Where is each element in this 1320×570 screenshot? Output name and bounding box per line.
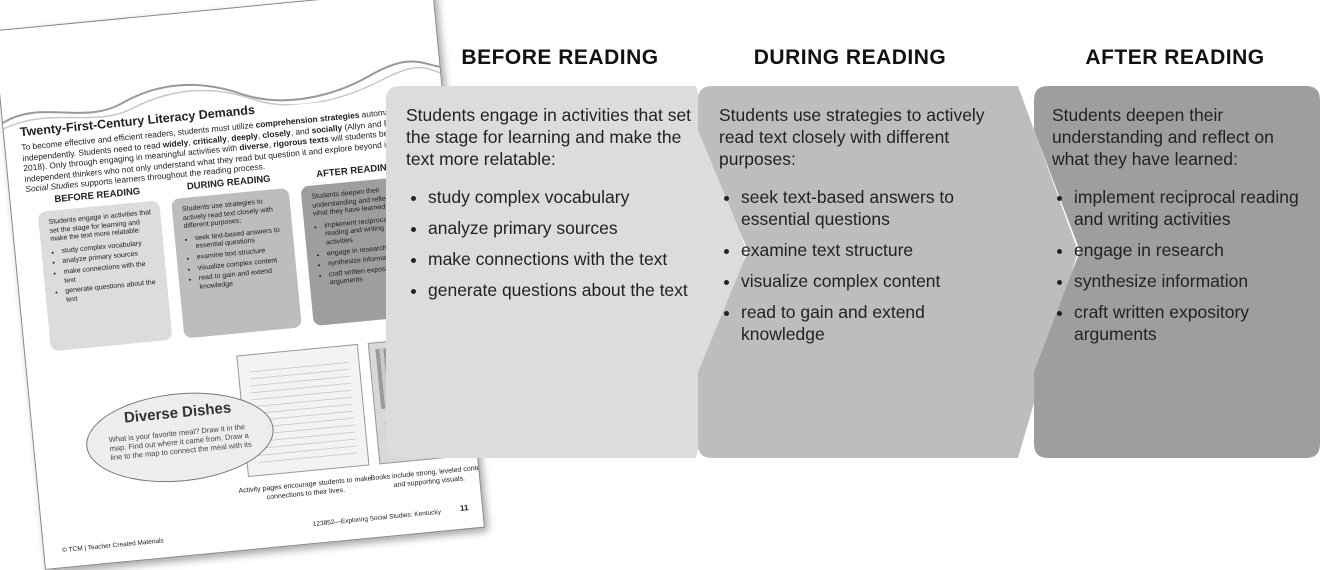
- bullet-item: read to gain and extend knowledge: [741, 301, 1009, 345]
- bullet-item: analyze primary sources: [428, 217, 706, 239]
- heading-before-reading: BEFORE READING: [461, 46, 659, 69]
- bullet-item: engage in research: [1074, 239, 1312, 261]
- bullet-list: implement reciprocal reading and writing…: [1052, 186, 1312, 345]
- bullet-list: seek text-based answers to essential que…: [719, 186, 1009, 345]
- panel-during-reading: Students use strategies to actively read…: [719, 104, 1009, 354]
- bullet-item: seek text-based answers to essential que…: [741, 186, 1009, 230]
- panel-body: Students engage in activities that set t…: [406, 105, 692, 169]
- bullet-item: visualize complex content: [741, 270, 1009, 292]
- heading-after-reading: AFTER READING: [1085, 46, 1265, 69]
- bullet-item: make connections with the text: [428, 248, 706, 270]
- panel-after-shape: [1034, 86, 1320, 458]
- decorative-wave: [2, 60, 441, 130]
- page-thumbnail: Twenty-First-Century Literacy Demands To…: [0, 0, 485, 570]
- panel-body: Students use strategies to actively read…: [719, 105, 985, 169]
- bullet-item: generate questions about the text: [428, 279, 706, 301]
- panel-body: Students deepen their understanding and …: [1052, 105, 1274, 169]
- bullet-item: implement reciprocal reading and writing…: [1074, 186, 1312, 230]
- bullet-item: craft written expository arguments: [1074, 301, 1312, 345]
- bullet-item: examine text structure: [741, 239, 1009, 261]
- panel-during-shape: [698, 86, 1078, 458]
- panel-after-reading: Students deepen their understanding and …: [1052, 104, 1312, 354]
- bullet-item: study complex vocabulary: [428, 186, 706, 208]
- bullet-item: synthesize information: [1074, 270, 1312, 292]
- panel-before-reading: Students engage in activities that set t…: [406, 104, 706, 310]
- bullet-list: study complex vocabulary analyze primary…: [406, 186, 706, 301]
- panel-before-shape: [386, 86, 746, 458]
- heading-during-reading: DURING READING: [753, 46, 947, 69]
